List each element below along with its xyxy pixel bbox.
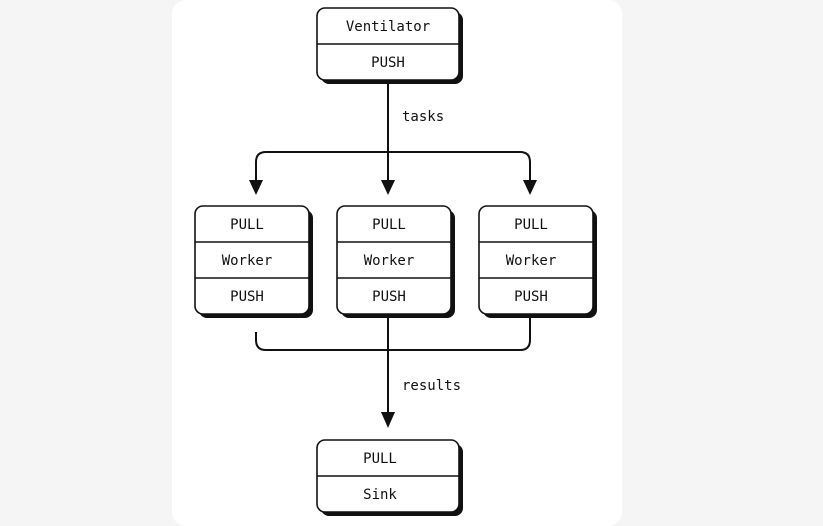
ventilator-title: Ventilator [346, 19, 430, 35]
sink-node: PULL Sink [316, 439, 463, 516]
tasks-arrowheads [249, 180, 537, 195]
sink-title: Sink [363, 487, 397, 503]
worker-2-push-socket: PUSH [372, 289, 406, 305]
worker-3-title: Worker [506, 253, 557, 269]
tasks-edge [255, 80, 531, 184]
ventilator-node: Ventilator PUSH [316, 7, 463, 84]
arrowhead-icon [249, 180, 263, 195]
arrowhead-icon [381, 180, 395, 195]
arrowhead-icon [381, 412, 395, 428]
worker-3-pull-socket: PULL [514, 217, 548, 233]
tasks-label: tasks [402, 109, 444, 125]
worker-2-pull-socket: PULL [372, 217, 406, 233]
results-edge [255, 314, 531, 414]
worker-2-title: Worker [364, 253, 415, 269]
sink-pull-socket: PULL [363, 451, 397, 467]
worker-3-push-socket: PUSH [514, 289, 548, 305]
worker-1-title: Worker [222, 253, 273, 269]
worker-node-3: PULL Worker PUSH [478, 205, 597, 318]
worker-node-1: PULL Worker PUSH [194, 205, 313, 318]
arrowhead-icon [523, 180, 537, 195]
worker-1-push-socket: PUSH [230, 289, 264, 305]
ventilator-push-socket: PUSH [371, 55, 405, 71]
worker-1-pull-socket: PULL [230, 217, 264, 233]
worker-node-2: PULL Worker PUSH [336, 205, 455, 318]
results-label: results [402, 378, 461, 394]
